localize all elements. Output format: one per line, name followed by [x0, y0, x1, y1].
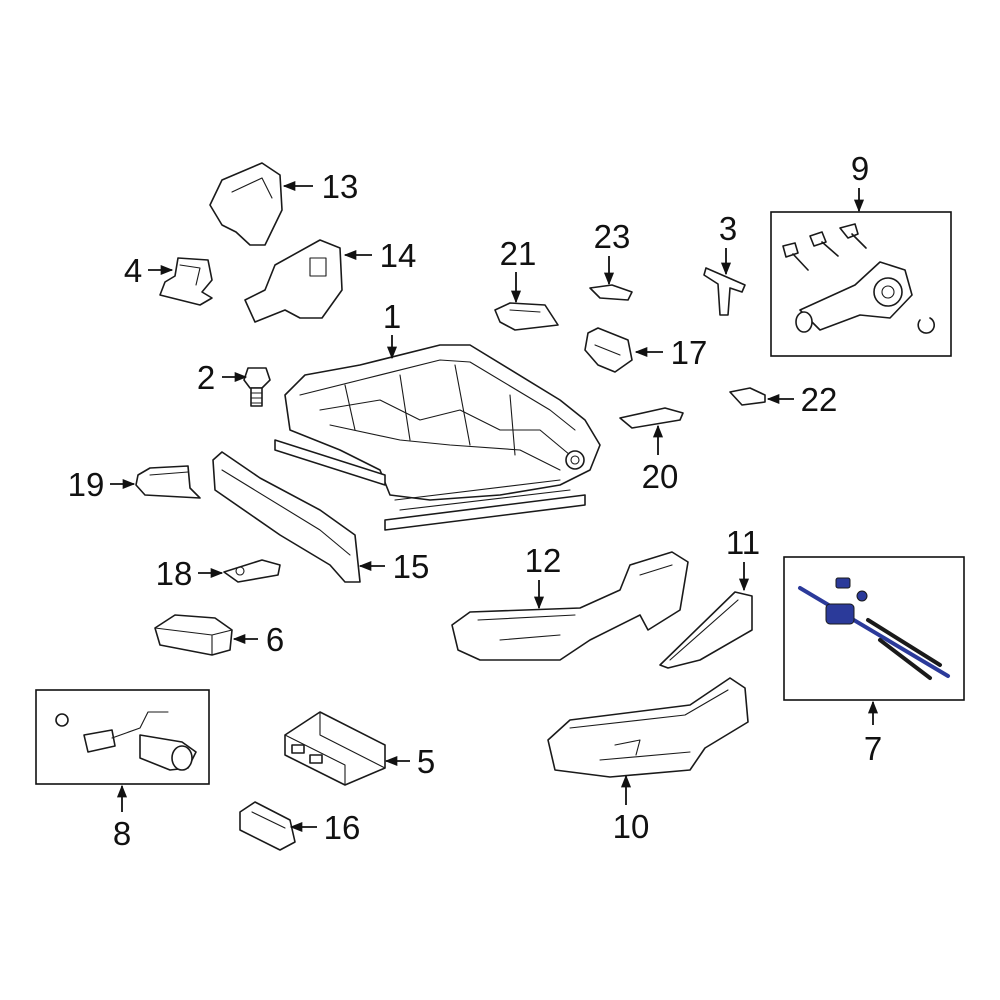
- motor-part-9[interactable]: [770, 211, 952, 357]
- cover-part-14[interactable]: [244, 239, 343, 323]
- cover-part-13[interactable]: [209, 162, 283, 246]
- callout-18: 18: [156, 555, 193, 592]
- callout-19: 19: [68, 466, 105, 503]
- callout-12: 12: [525, 542, 562, 579]
- callout-16: 16: [324, 809, 361, 846]
- recliner-part-12[interactable]: [451, 551, 689, 661]
- clip-part-18[interactable]: [223, 559, 281, 583]
- rail-cover-part-15[interactable]: [212, 451, 361, 583]
- control-module-part-5[interactable]: [284, 711, 386, 786]
- callout-10: 10: [613, 808, 650, 845]
- callout-22: 22: [801, 381, 838, 418]
- callout-21: 21: [500, 235, 537, 272]
- switch-part-16[interactable]: [239, 801, 296, 851]
- bolt-part-2[interactable]: [243, 367, 271, 407]
- guide-part-21[interactable]: [494, 302, 559, 331]
- cable-kit-part-7[interactable]: [783, 556, 965, 701]
- callout-17: 17: [671, 334, 708, 371]
- callout-14: 14: [380, 237, 417, 274]
- callout-5: 5: [417, 743, 435, 780]
- callout-23: 23: [594, 218, 631, 255]
- bracket-part-19[interactable]: [135, 465, 201, 499]
- callout-6: 6: [266, 621, 284, 658]
- callout-13: 13: [322, 168, 359, 205]
- callout-labels: 1 2 3 4 5 6 7 8 9 10 11 12 13 14 15 16 1…: [68, 150, 883, 852]
- trim-part-4[interactable]: [159, 257, 213, 306]
- bracket-part-3[interactable]: [703, 267, 746, 316]
- callout-8: 8: [113, 815, 131, 852]
- callout-7: 7: [864, 730, 882, 767]
- leader-lines: [110, 180, 879, 833]
- panel-part-11[interactable]: [659, 591, 753, 669]
- side-panel-part-10[interactable]: [547, 677, 749, 778]
- motor-part-8[interactable]: [35, 689, 210, 785]
- callout-15: 15: [393, 548, 430, 585]
- callout-20: 20: [642, 458, 679, 495]
- clip-part-23[interactable]: [589, 284, 633, 301]
- callout-2: 2: [197, 359, 215, 396]
- handle-part-17[interactable]: [584, 327, 633, 373]
- callout-4: 4: [124, 252, 142, 289]
- callout-9: 9: [851, 150, 869, 187]
- callout-11: 11: [726, 524, 760, 561]
- callout-1: 1: [383, 298, 401, 335]
- seat-frame-part-1[interactable]: [274, 344, 601, 531]
- callout-3: 3: [719, 210, 737, 247]
- clip-part-22[interactable]: [729, 387, 766, 406]
- bracket-part-20[interactable]: [619, 407, 684, 429]
- module-part-6[interactable]: [154, 614, 233, 656]
